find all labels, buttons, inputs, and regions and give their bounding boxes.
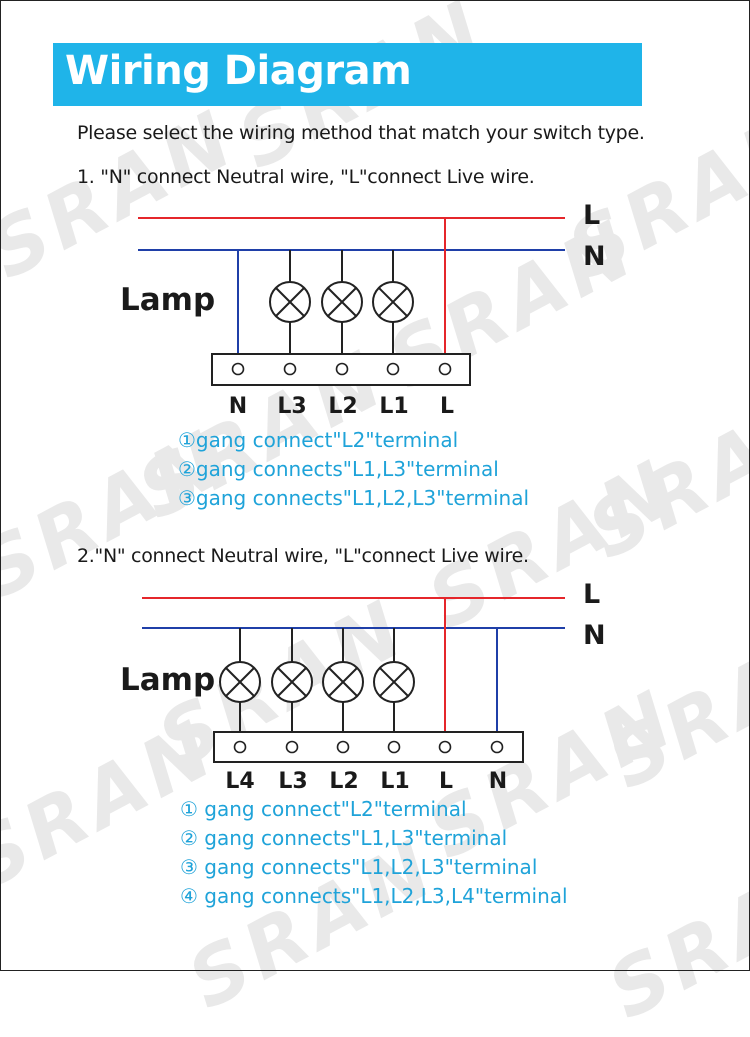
terminal-screw: [233, 740, 247, 754]
lamp-icon: [373, 628, 415, 740]
terminal-screw: [336, 740, 350, 754]
terminal-screw: [438, 362, 452, 376]
terminal-label: L4: [225, 769, 254, 794]
terminal-screw: [231, 362, 245, 376]
terminal-screw: [438, 740, 452, 754]
terminal-label: N: [489, 769, 507, 794]
lamp-label: Lamp: [120, 662, 215, 698]
page-title: Wiring Diagram: [65, 48, 412, 94]
terminal-label: L2: [329, 769, 358, 794]
live-rail-label: L: [583, 200, 600, 231]
terminal-screw: [490, 740, 504, 754]
terminal-block: [213, 731, 524, 763]
lamp-icon: [219, 628, 261, 740]
terminal-label: L1: [380, 769, 409, 794]
lamp-icon: [271, 628, 313, 740]
terminal-label: L: [439, 769, 453, 794]
terminal-screw: [387, 740, 401, 754]
gang-note: ④ gang connects"L1,L2,L3,L4"terminal: [180, 884, 568, 908]
terminal-label: L1: [379, 394, 408, 419]
terminal-screw: [285, 740, 299, 754]
diagram1-heading: 1. "N" connect Neutral wire, "L"connect …: [77, 166, 535, 188]
lamp-icon: [322, 628, 364, 740]
terminal-screw: [283, 362, 297, 376]
title-banner: Wiring Diagram: [53, 43, 642, 106]
intro-text: Please select the wiring method that mat…: [77, 122, 645, 144]
live-rail-label: L: [583, 579, 600, 610]
lamp-icon: [269, 250, 311, 363]
wiring-diagram-2: L N Lamp L4 L3 L2 L1: [120, 579, 606, 908]
wiring-diagram-1: L N Lamp N L3 L2 L1 L ①gang connect"L2"t…: [120, 200, 606, 510]
terminal-label: L2: [328, 394, 357, 419]
lamp-label: Lamp: [120, 282, 215, 318]
gang-note: ① gang connect"L2"terminal: [180, 797, 467, 821]
terminal-label: N: [229, 394, 247, 419]
terminal-screw: [386, 362, 400, 376]
terminal-label: L: [440, 394, 454, 419]
diagram2-heading: 2."N" connect Neutral wire, "L"connect L…: [77, 545, 529, 567]
terminal-screw: [335, 362, 349, 376]
gang-note: ② gang connects"L1,L3"terminal: [180, 826, 507, 850]
gang-note: ①gang connect"L2"terminal: [178, 428, 458, 452]
gang-note: ②gang connects"L1,L3"terminal: [178, 457, 499, 481]
terminal-label: L3: [277, 394, 306, 419]
lamp-icon: [372, 250, 414, 363]
neutral-rail-label: N: [583, 620, 606, 651]
neutral-rail-label: N: [583, 241, 606, 272]
gang-note: ③ gang connects"L1,L2,L3"terminal: [180, 855, 537, 879]
gang-note: ③gang connects"L1,L2,L3"terminal: [178, 486, 529, 510]
terminal-label: L3: [278, 769, 307, 794]
